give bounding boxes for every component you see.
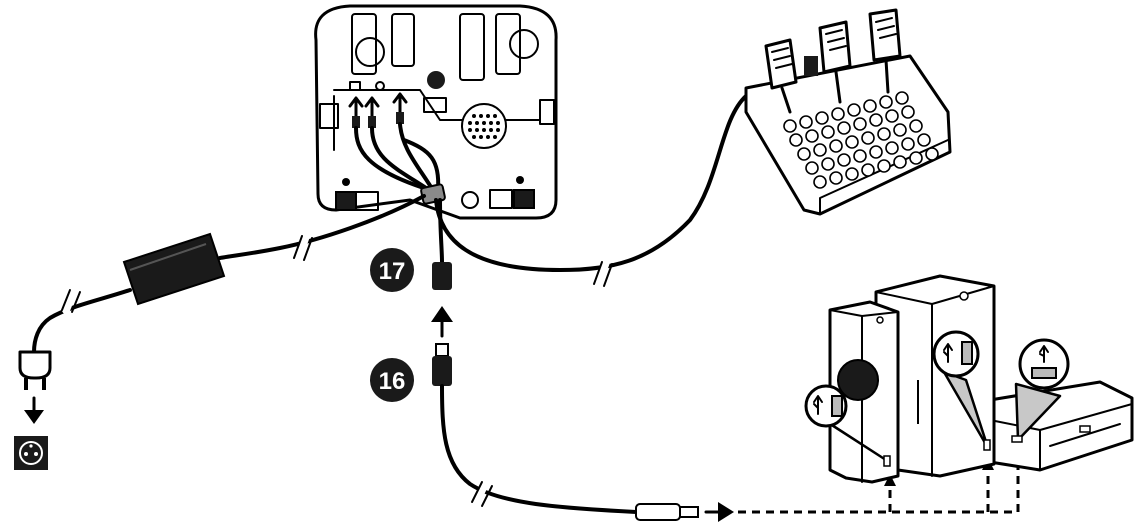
usb-port-callout-xbox-one xyxy=(1011,338,1070,443)
xbox-one-icon xyxy=(988,380,1134,472)
usb-c-port-connector xyxy=(432,262,452,290)
right-arrow-icon xyxy=(704,502,734,522)
power-plug-icon xyxy=(18,350,52,390)
usb-port-icon xyxy=(1039,345,1049,363)
callout-17-label: 17 xyxy=(379,258,406,285)
xbox-series-s-icon xyxy=(828,300,900,484)
usb-port-callout-series-x xyxy=(932,330,991,451)
callout-16-label: 16 xyxy=(379,368,406,395)
usb-c-plug-connector xyxy=(432,343,452,386)
callout-16-badge: 16 xyxy=(370,358,414,402)
usb-port-icon xyxy=(813,395,823,415)
brake-pedal xyxy=(804,20,852,104)
callout-17-badge: 17 xyxy=(370,248,414,292)
pedal-set-icon xyxy=(744,8,952,216)
usb-port-callout-series-s xyxy=(804,384,891,467)
wheel-base-icon xyxy=(314,4,558,220)
throttle-pedal xyxy=(868,8,902,94)
usb-port-icon xyxy=(943,343,953,363)
power-adapter-icon xyxy=(122,232,226,306)
down-arrow-icon xyxy=(24,396,44,424)
usb-cable-icon xyxy=(440,384,699,521)
speaker-grille xyxy=(461,103,507,149)
wall-outlet-icon xyxy=(14,436,48,470)
clutch-pedal xyxy=(764,38,798,114)
up-arrow-icon xyxy=(431,306,453,338)
xbox-series-x-icon xyxy=(874,274,996,478)
